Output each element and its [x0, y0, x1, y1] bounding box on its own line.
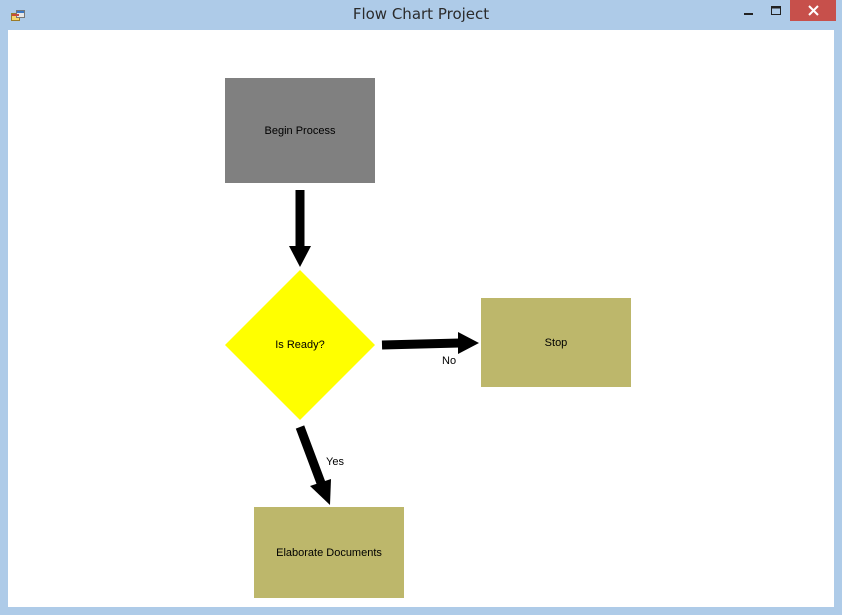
arrow-begin-to-ready: [289, 190, 311, 267]
close-icon: [807, 1, 819, 20]
node-label: Stop: [544, 336, 568, 349]
node-elaborate-documents[interactable]: Elaborate Documents: [254, 507, 404, 598]
minimize-button[interactable]: [735, 0, 763, 21]
arrow-ready-to-stop: [381, 332, 479, 354]
node-stop[interactable]: Stop: [481, 298, 631, 387]
node-begin-process[interactable]: Begin Process: [225, 78, 375, 183]
edge-label-yes: Yes: [326, 456, 344, 468]
window-title: Flow Chart Project: [352, 5, 490, 23]
connector-layer: [289, 190, 479, 505]
node-is-ready[interactable]: Is Ready?: [225, 270, 375, 420]
node-label: Elaborate Documents: [276, 546, 382, 559]
node-label: Begin Process: [264, 124, 336, 137]
app-icon[interactable]: [11, 8, 25, 22]
flowchart-canvas: Begin Process Is Ready? Stop Elaborate D…: [8, 30, 834, 607]
node-label: Is Ready?: [275, 339, 325, 351]
title-bar[interactable]: Flow Chart Project: [0, 0, 842, 30]
minimize-icon: [744, 1, 754, 20]
maximize-button[interactable]: [763, 0, 790, 21]
decision-diamond: [225, 270, 375, 420]
maximize-icon: [771, 1, 782, 20]
close-button[interactable]: [790, 0, 836, 21]
edge-label-no: No: [442, 355, 457, 367]
arrow-ready-to-elaborate: [295, 425, 331, 505]
